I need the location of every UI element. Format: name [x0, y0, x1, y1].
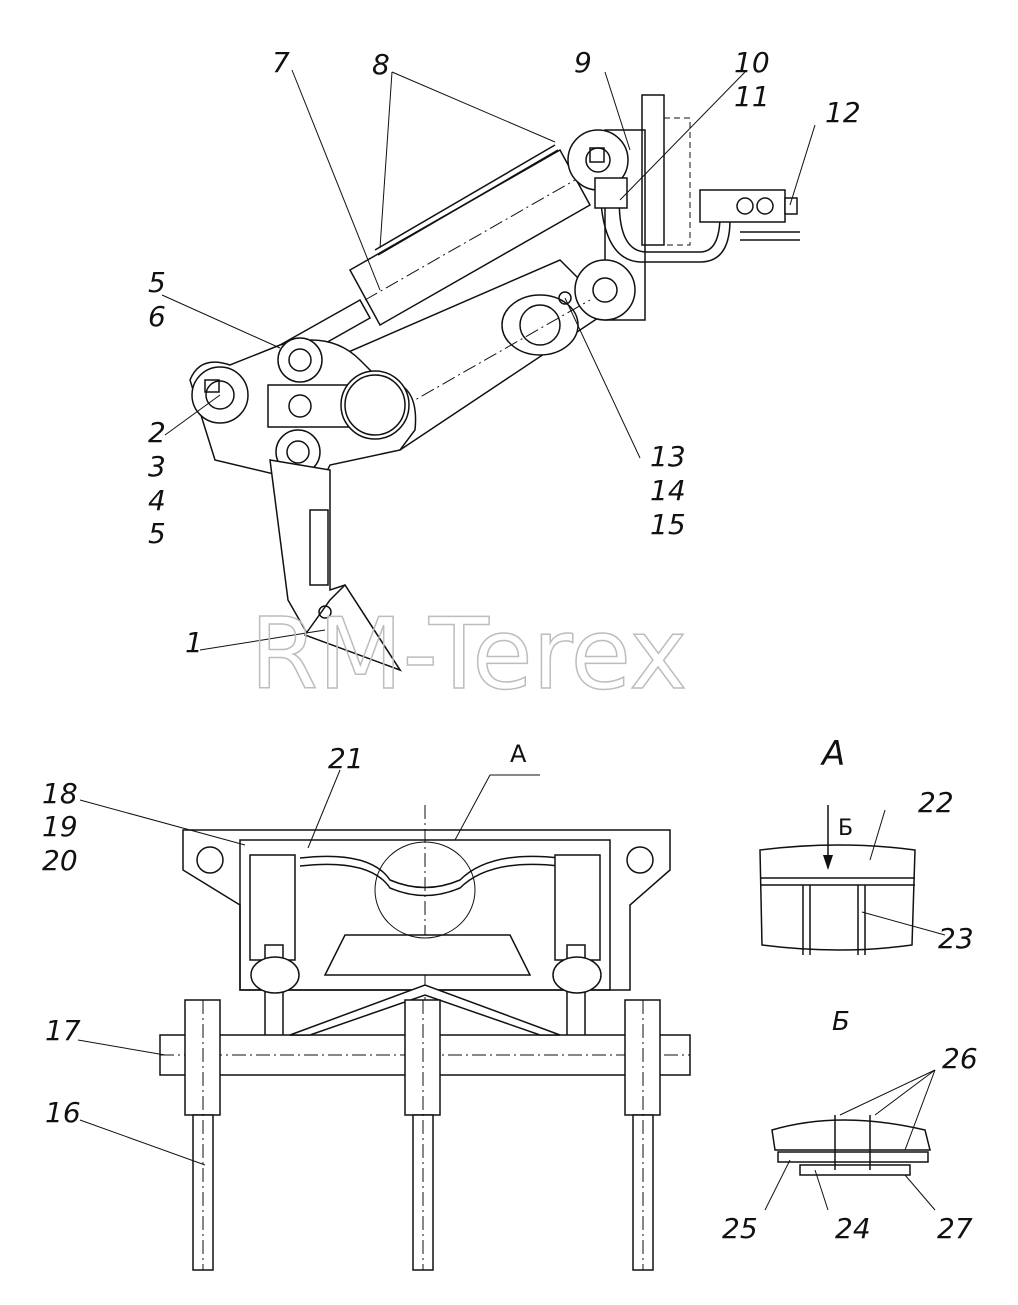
side-view — [189, 94, 800, 672]
callout-17: 17 — [45, 1014, 81, 1047]
callout-numbers: 1 2 3 4 5 5 6 7 8 9 10 11 12 13 14 15 16… — [42, 46, 978, 1245]
front-view — [159, 805, 691, 1271]
callout-22: 22 — [918, 786, 954, 819]
callout-18: 18 — [42, 777, 78, 810]
shank-left — [184, 999, 221, 1271]
callout-8: 8 — [372, 48, 390, 81]
view-a-marker: А — [510, 740, 527, 768]
detail-b — [764, 1069, 936, 1211]
view-a-label: А — [820, 734, 845, 774]
view-b-label: Б — [832, 1007, 850, 1037]
callout-25: 25 — [722, 1212, 758, 1245]
detail-a — [759, 805, 946, 955]
left-cylinder — [249, 854, 300, 1046]
callout-13: 13 — [650, 440, 686, 473]
callout-3: 3 — [148, 450, 166, 483]
frame-plate — [182, 805, 671, 1000]
callout-9: 9 — [574, 46, 592, 79]
callout-21: 21 — [328, 742, 364, 775]
callout-1: 1 — [185, 626, 203, 659]
watermark: RM-Terex — [250, 598, 687, 712]
view-b-marker: Б — [838, 816, 853, 841]
callout-6: 6 — [148, 300, 166, 333]
callout-16: 16 — [45, 1096, 81, 1129]
callout-24: 24 — [835, 1212, 871, 1245]
callout-11: 11 — [734, 80, 770, 113]
callout-19: 19 — [42, 810, 78, 843]
callout-20: 20 — [42, 844, 78, 877]
main-bracket — [189, 337, 417, 486]
callout-5-upper: 5 — [148, 266, 166, 299]
shank-center — [404, 999, 441, 1271]
valve-block — [594, 177, 800, 263]
shank-right — [624, 999, 661, 1271]
callout-14: 14 — [650, 474, 686, 507]
callout-23: 23 — [938, 922, 974, 955]
callout-4: 4 — [148, 484, 166, 517]
front-view-leaders — [77, 769, 540, 1166]
callout-15: 15 — [650, 508, 686, 541]
callout-10: 10 — [734, 46, 770, 79]
callout-2: 2 — [148, 416, 166, 449]
callout-5-lower: 5 — [148, 517, 166, 550]
side-view-leaders — [161, 69, 816, 651]
callout-7: 7 — [272, 46, 290, 79]
callout-12: 12 — [825, 96, 861, 129]
right-cylinder — [552, 854, 602, 1046]
callout-26: 26 — [942, 1042, 978, 1075]
callout-27: 27 — [937, 1212, 973, 1245]
ripper-shank — [269, 459, 402, 672]
